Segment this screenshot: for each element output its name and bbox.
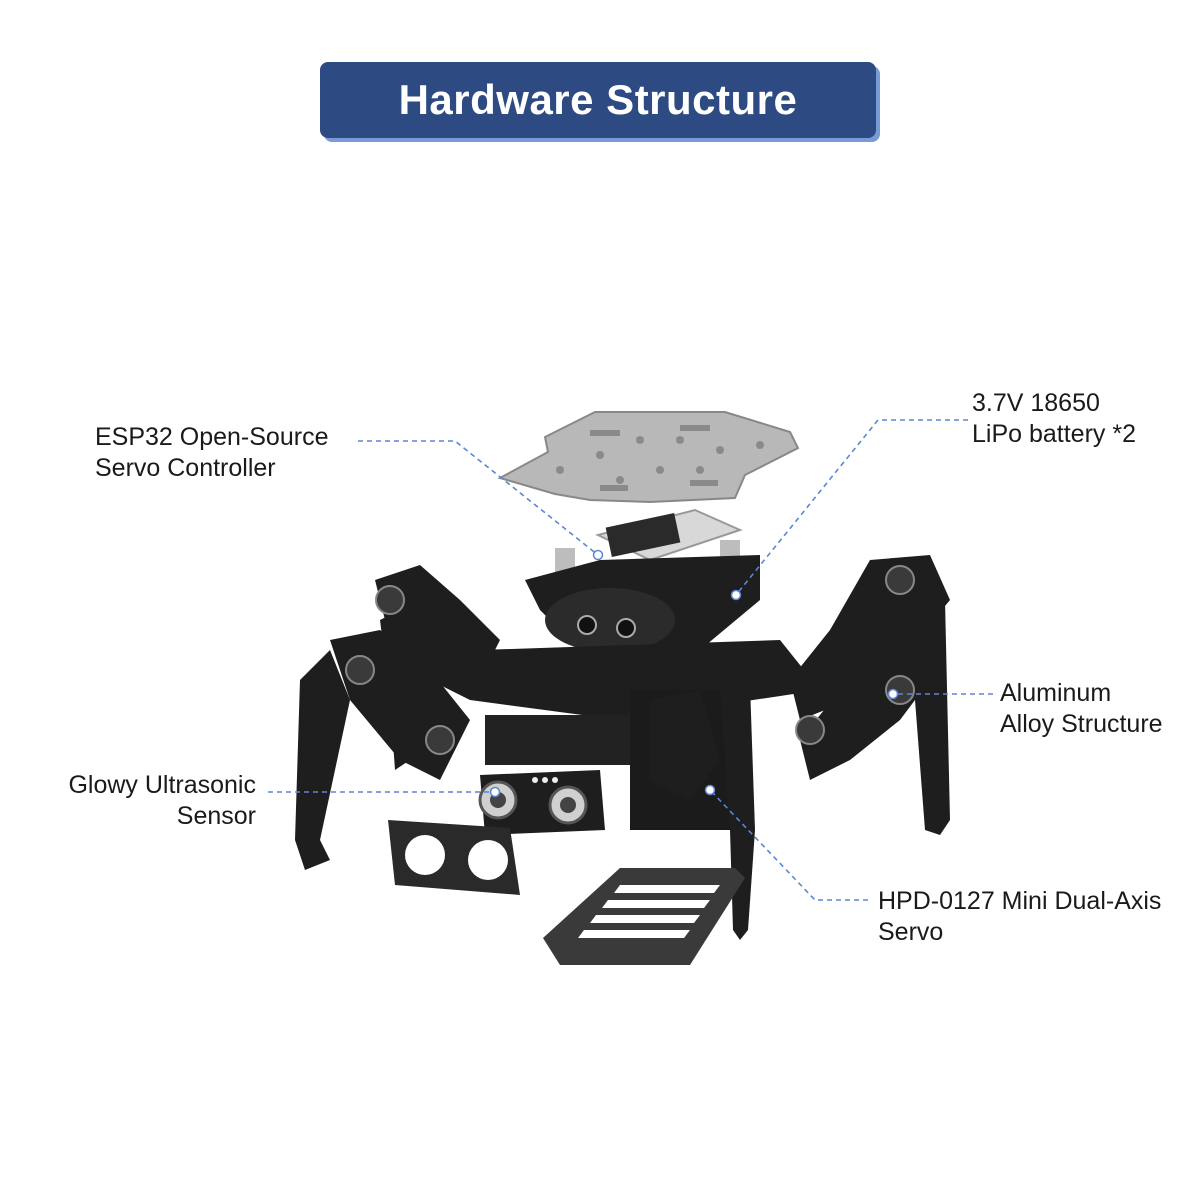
- leader-dot-battery: [730, 589, 742, 601]
- callout-ultrasonic-line1: Glowy Ultrasonic: [68, 771, 256, 799]
- leader-dot-esp32: [592, 549, 604, 561]
- callout-esp32-line2: Servo Controller: [95, 454, 276, 482]
- leader-dot-ultrasonic: [489, 786, 501, 798]
- callout-aluminum-line2: Alloy Structure: [1000, 710, 1163, 738]
- leader-lines: [268, 419, 993, 901]
- callout-ultrasonic: Glowy Ultrasonic Sensor: [40, 770, 256, 832]
- leader-dot-servo: [704, 784, 716, 796]
- callout-esp32: ESP32 Open-Source Servo Controller: [95, 422, 328, 484]
- callout-esp32-line1: ESP32 Open-Source: [95, 423, 329, 451]
- callout-battery-line1: 3.7V 18650: [972, 389, 1100, 417]
- callout-aluminum: Aluminum Alloy Structure: [1000, 678, 1163, 740]
- callout-battery: 3.7V 18650 LiPo battery *2: [972, 388, 1136, 450]
- callout-servo-line1: HPD-0127 Mini Dual-Axis: [878, 887, 1162, 915]
- leader-line-esp32: [358, 440, 599, 556]
- left-legs: [295, 565, 500, 870]
- right-legs: [790, 555, 950, 835]
- top-plate: [497, 411, 800, 504]
- sensor-bracket: [388, 820, 520, 895]
- leader-line-battery: [735, 419, 968, 596]
- front-leg: [650, 685, 755, 940]
- leader-line-servo: [709, 789, 868, 901]
- leader-dot-aluminum: [887, 688, 899, 700]
- callout-servo-line2: Servo: [878, 918, 944, 946]
- callout-servo: HPD-0127 Mini Dual-Axis Servo: [878, 886, 1161, 948]
- leader-dots: [489, 549, 899, 798]
- title-banner: Hardware Structure: [320, 62, 876, 138]
- callout-ultrasonic-line2: Sensor: [176, 802, 256, 830]
- callout-aluminum-line1: Aluminum: [1000, 679, 1112, 707]
- page-title: Hardware Structure: [398, 76, 798, 123]
- bottom-plate: [543, 868, 745, 965]
- callout-battery-line2: LiPo battery *2: [972, 420, 1136, 448]
- ultrasonic-sensor: [478, 770, 605, 835]
